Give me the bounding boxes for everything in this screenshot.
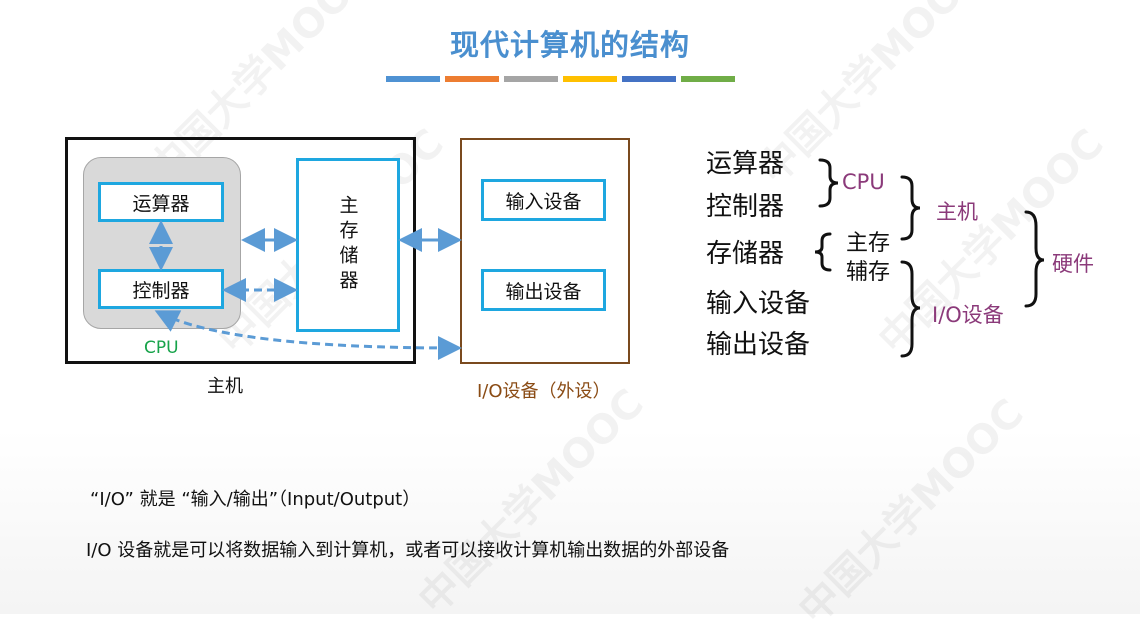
alu-box: 运算器 (98, 182, 224, 222)
hier-input: 输入设备 (706, 289, 811, 319)
note-io-device: I/O 设备就是可以将数据输入到计算机，或者可以接收计算机输出数据的外部设备 (86, 540, 730, 561)
main-memory-label: 主存储器 (336, 195, 359, 295)
hier-cpu: CPU (842, 170, 885, 194)
hier-control: 控制器 (706, 192, 785, 222)
cpu-label: CPU (144, 338, 179, 358)
hier-aux-storage: 辅存 (846, 260, 891, 285)
alu-label: 运算器 (132, 192, 190, 215)
brace-host (900, 175, 921, 241)
title-bar-segment (445, 76, 499, 82)
io-box (460, 138, 630, 364)
title-bar-segment (622, 76, 676, 82)
output-device-label: 输出设备 (505, 280, 582, 303)
hier-output: 输出设备 (706, 330, 811, 360)
watermark: 中国大学MOOC (790, 390, 1033, 634)
hier-io: I/O设备 (932, 303, 1004, 327)
brace-hardware (1024, 210, 1045, 308)
title-bar-segment (386, 76, 440, 82)
title-bar-segment (681, 76, 735, 82)
host-label: 主机 (207, 376, 243, 397)
control-unit-box: 控制器 (98, 269, 224, 309)
title-bar-segment (563, 76, 617, 82)
hier-storage: 存储器 (706, 239, 785, 269)
brace-storage (814, 232, 832, 272)
hier-host: 主机 (936, 200, 978, 224)
title-bar-segment (504, 76, 558, 82)
note-io-definition: “I/O” 就是 “输入/输出”（Input/Output） (90, 489, 421, 510)
page-title: 现代计算机的结构 (449, 28, 690, 62)
input-device-label: 输入设备 (505, 190, 582, 213)
brace-io (900, 260, 921, 358)
hier-main-storage: 主存 (846, 231, 891, 256)
io-label: I/O设备（外设） (477, 381, 611, 402)
watermark: 中国大学MOOC (410, 380, 653, 624)
main-memory-box: 主存储器 (296, 158, 400, 332)
output-device-box: 输出设备 (481, 269, 606, 311)
hier-hardware: 硬件 (1052, 252, 1094, 276)
brace-cpu (818, 158, 839, 208)
control-unit-label: 控制器 (132, 279, 190, 302)
input-device-box: 输入设备 (481, 179, 606, 221)
hier-alu: 运算器 (706, 149, 785, 179)
